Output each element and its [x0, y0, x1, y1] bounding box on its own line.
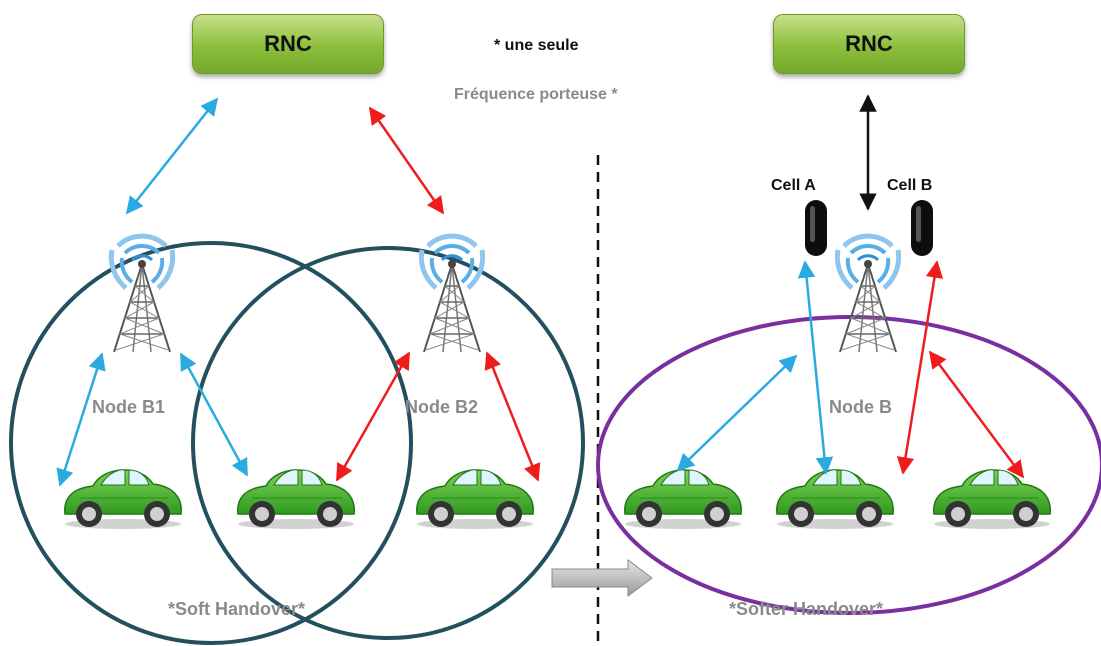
coverage-circle-node-b2 [191, 246, 585, 640]
rnc-box-right: RNC [773, 14, 965, 74]
link-rnc-node-b2 [368, 106, 445, 215]
link-node-b2-car-3 [484, 351, 541, 482]
link-node-b2-car-2 [335, 351, 411, 482]
rnc-box-left: RNC [192, 14, 384, 74]
link-node-b-car-6 [928, 350, 1025, 479]
car-icon-4 [624, 469, 742, 530]
link-node-b1-car-1 [56, 352, 106, 487]
car-icon-6 [933, 469, 1051, 530]
car-icon-1 [64, 469, 182, 530]
soft-handover-caption: *Soft Handover* [168, 599, 306, 619]
node-b1-label: Node B1 [92, 397, 166, 417]
link-rnc-node-b1 [125, 97, 219, 215]
cell-b-label: Cell B [887, 177, 933, 194]
transition-arrow-icon [551, 559, 653, 597]
antenna-icon-cell-a [805, 200, 827, 256]
link-cell-a-car-5 [797, 260, 834, 475]
coverage-ellipse-node-b [596, 315, 1101, 615]
link-cell-b-car-5 [896, 260, 944, 475]
link-node-b-car-4 [676, 354, 798, 472]
car-icon-5 [776, 469, 894, 530]
link-node-b1-car-2 [179, 352, 249, 477]
cell-a-label: Cell A [771, 177, 816, 194]
rnc-label-left: RNC [264, 31, 312, 56]
tower-icon-node-b [837, 236, 898, 352]
antenna-icon-cell-b [911, 200, 933, 256]
softer-handover-caption: *Softer Handover* [729, 599, 884, 619]
coverage-circle-node-b1 [9, 241, 413, 645]
node-b2-label: Node B2 [405, 397, 479, 417]
node-b-label: Node B [829, 397, 892, 417]
rnc-label-right: RNC [845, 31, 893, 56]
note-line-2: Fréquence porteuse * [454, 86, 618, 103]
note-line-1: * une seule [494, 37, 579, 54]
car-icon-3 [416, 469, 534, 530]
